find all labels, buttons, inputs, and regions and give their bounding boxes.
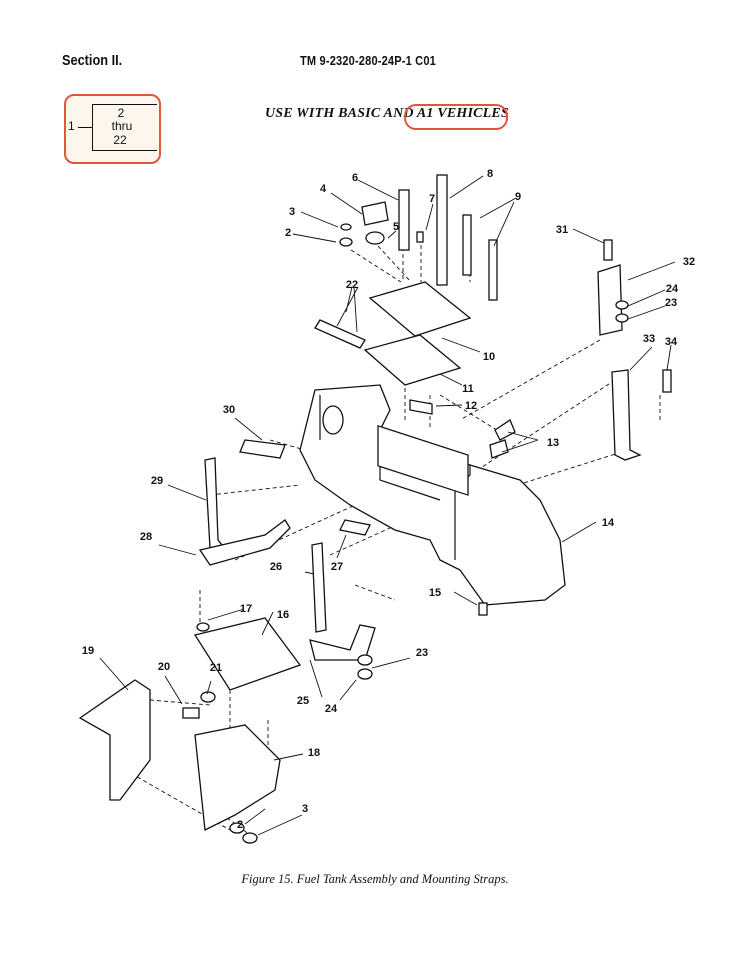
- callout-number: 30: [223, 404, 235, 416]
- callout-number: 4: [320, 183, 327, 195]
- callout-number: 13: [547, 437, 559, 449]
- bracket-parts: [78, 617, 302, 844]
- callout-number: 29: [151, 475, 163, 487]
- figure-caption: Figure 15. Fuel Tank Assembly and Mounti…: [241, 872, 509, 886]
- callout-number: 21: [210, 662, 222, 674]
- callout-number: 22: [346, 279, 358, 291]
- range-bracket: [92, 104, 157, 151]
- callout-number: 2: [285, 227, 291, 239]
- range-from: 2: [117, 106, 125, 120]
- callout-number: 18: [308, 747, 320, 759]
- callout-number: 26: [270, 561, 282, 573]
- callout-number: 3: [302, 803, 308, 815]
- callout-number: 2: [237, 819, 243, 831]
- leader-lines: [99, 175, 676, 836]
- callout-number: 10: [483, 351, 495, 363]
- callout-number: 3: [289, 206, 295, 218]
- callout-number: 31: [556, 224, 568, 236]
- callout-number: 19: [82, 645, 94, 657]
- callout-number: 23: [416, 647, 428, 659]
- callout-number: 15: [429, 587, 441, 599]
- callout-number: 27: [331, 561, 343, 573]
- callout-number: 24: [325, 703, 338, 715]
- range-thru: thru: [111, 119, 133, 133]
- strap-parts: [198, 239, 672, 680]
- callout-number: 28: [140, 531, 152, 543]
- callout-number: 16: [277, 609, 289, 621]
- callout-number: 24: [666, 283, 679, 295]
- callout-number: 34: [665, 336, 678, 348]
- callout-number: 14: [602, 517, 615, 529]
- callout-number: 8: [487, 168, 493, 180]
- section-label: Section II.: [62, 52, 123, 69]
- callout-number: 6: [352, 172, 358, 184]
- item-range-box: [64, 94, 161, 164]
- callout-number: 17: [240, 603, 252, 615]
- tm-number: TM 9-2320-280-24P-1 C01: [300, 53, 436, 68]
- callout-number: 33: [643, 333, 655, 345]
- callout-number: 11: [462, 383, 474, 395]
- sender-plate-parts: [314, 174, 516, 459]
- callout-number: 25: [297, 695, 309, 707]
- usage-note: USE WITH BASIC AND A1 VEHICLES: [265, 106, 509, 121]
- callout-number: 9: [515, 191, 521, 203]
- usage-highlight: [404, 104, 508, 130]
- callout-number: 5: [393, 221, 399, 233]
- range-index-dash: [78, 127, 92, 128]
- callout-number: 12: [465, 400, 477, 412]
- range-index: 1: [68, 119, 75, 133]
- callout-number: 32: [683, 256, 695, 268]
- callout-number: 23: [665, 297, 677, 309]
- fuel-tank-shape: [299, 384, 566, 606]
- callout-number: 7: [429, 193, 435, 205]
- callout-number: 20: [158, 661, 170, 673]
- range-to: 22: [113, 133, 127, 147]
